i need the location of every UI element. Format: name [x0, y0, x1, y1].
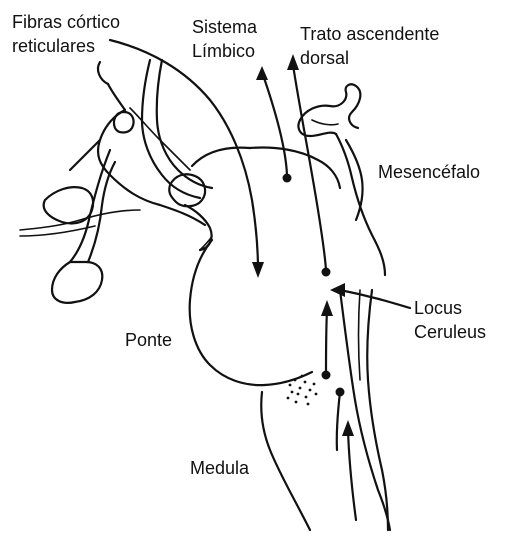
mesencephalon-structure	[298, 84, 385, 275]
left-structures	[20, 60, 212, 303]
label-fibras-cortico-reticulares: Fibras córtico reticulares	[12, 10, 120, 58]
label-locus-ceruleus: Locus Ceruleus	[414, 296, 486, 344]
limbico-arrow	[256, 66, 292, 183]
pons-outline	[190, 148, 340, 386]
label-mesencefalo: Mesencéfalo	[378, 160, 480, 184]
label-sistema-limbico: Sistema Límbico	[192, 15, 257, 63]
label-trato-ascendente-dorsal: Trato ascendente dorsal	[300, 22, 439, 70]
fibras-arrow	[110, 40, 264, 278]
label-ponte: Ponte	[125, 328, 172, 352]
label-medula: Medula	[190, 456, 249, 480]
